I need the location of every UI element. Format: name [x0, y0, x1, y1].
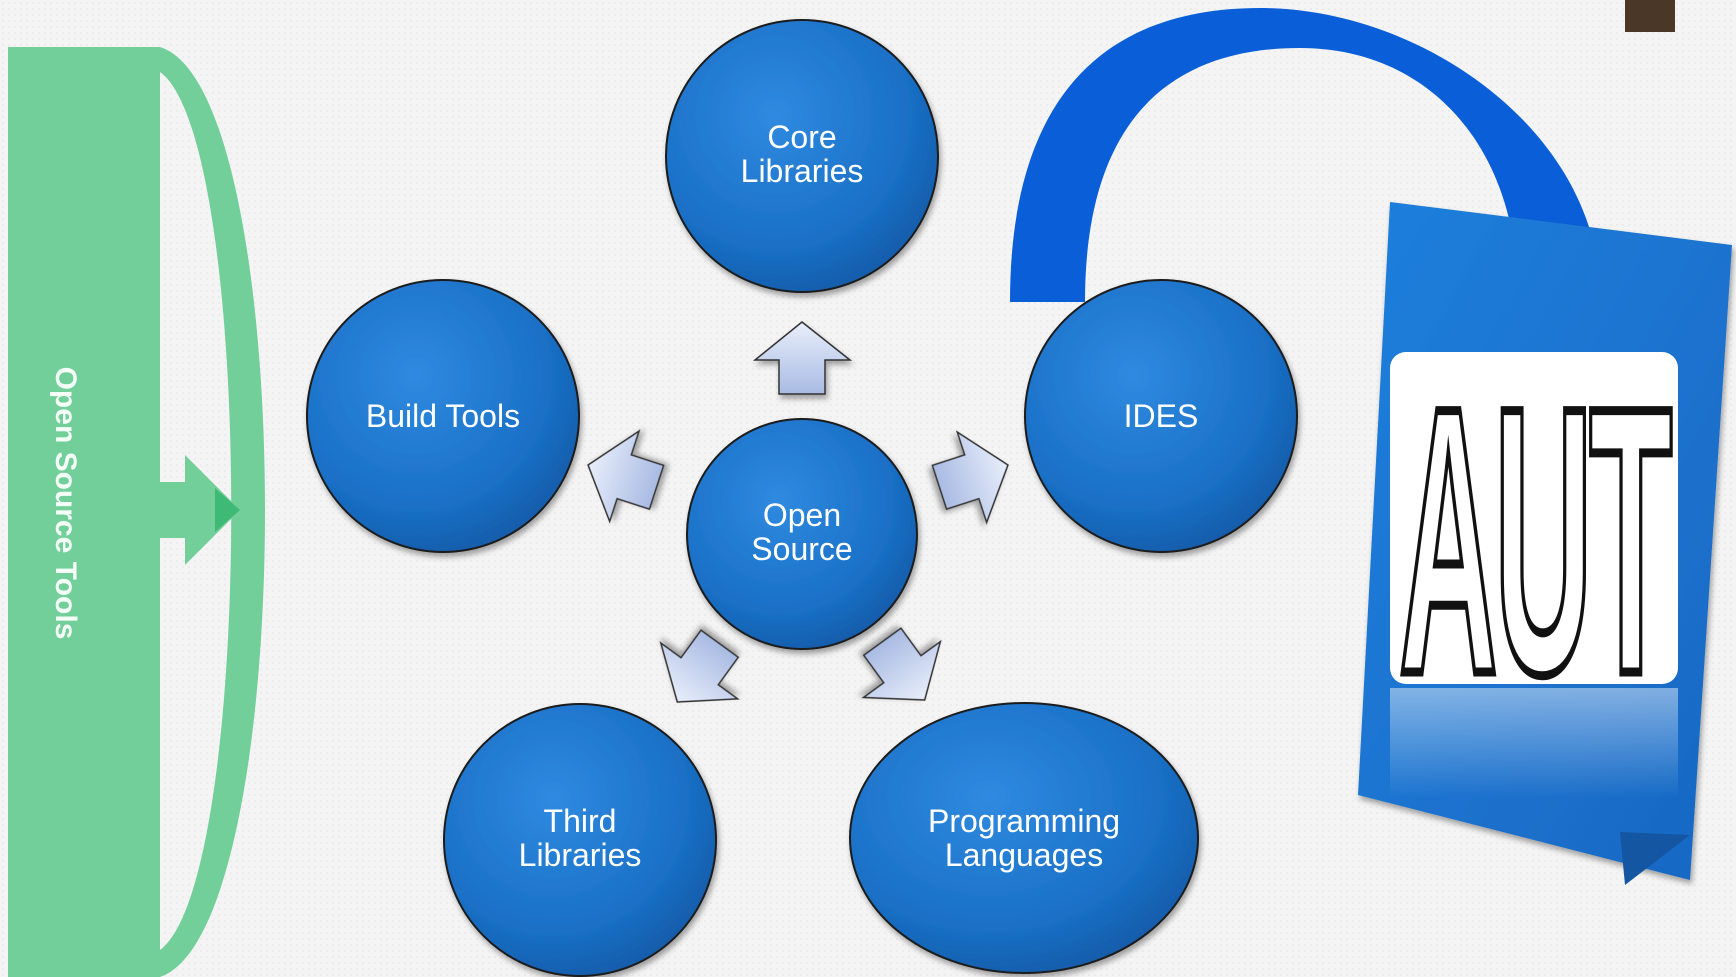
side-bar-rect: [8, 47, 160, 977]
aut-logo-text: AUT: [1399, 328, 1672, 753]
arrow-right-icon: [931, 430, 1009, 525]
node-build-line1: Build Tools: [366, 398, 520, 434]
aut-card-fold: [1620, 832, 1690, 885]
arrows: [587, 321, 1009, 703]
side-bracket: [160, 47, 265, 977]
node-third-libraries: Third Libraries: [443, 703, 717, 977]
arrow-down-right-icon: [861, 627, 942, 701]
node-core-line2: Libraries: [741, 153, 864, 189]
arrow-left-icon: [587, 429, 665, 524]
center-line2: Source: [751, 531, 852, 567]
node-third-line2: Libraries: [519, 837, 642, 873]
arrow-down-left-icon: [659, 629, 740, 703]
side-arrow-icon: [160, 455, 240, 565]
aut-reflection: [1390, 688, 1678, 798]
side-bar-label: Open Source Tools: [49, 367, 82, 640]
node-core-libraries: Core Libraries: [665, 19, 939, 293]
node-programming-line1: Programming: [928, 803, 1120, 839]
node-programming-line2: Languages: [945, 837, 1103, 873]
node-third-line1: Third: [544, 803, 617, 839]
node-ides-line1: IDES: [1124, 398, 1199, 434]
aut-card: AUT: [1358, 202, 1732, 885]
open-source-tools-bar: Open Source Tools: [8, 47, 265, 977]
node-build-tools: Build Tools: [306, 279, 580, 553]
node-open-source: Open Source: [686, 418, 918, 650]
corner-swatch: [1625, 0, 1675, 32]
arrow-up-icon: [752, 321, 853, 395]
aut-logo-panel: [1390, 352, 1678, 684]
node-ides: IDES: [1024, 279, 1298, 553]
connector-arc: [1010, 8, 1590, 302]
center-line1: Open: [763, 497, 841, 533]
node-programming-languages: Programming Languages: [849, 702, 1199, 974]
node-core-line1: Core: [767, 119, 836, 155]
side-arrow-tip: [215, 488, 240, 532]
